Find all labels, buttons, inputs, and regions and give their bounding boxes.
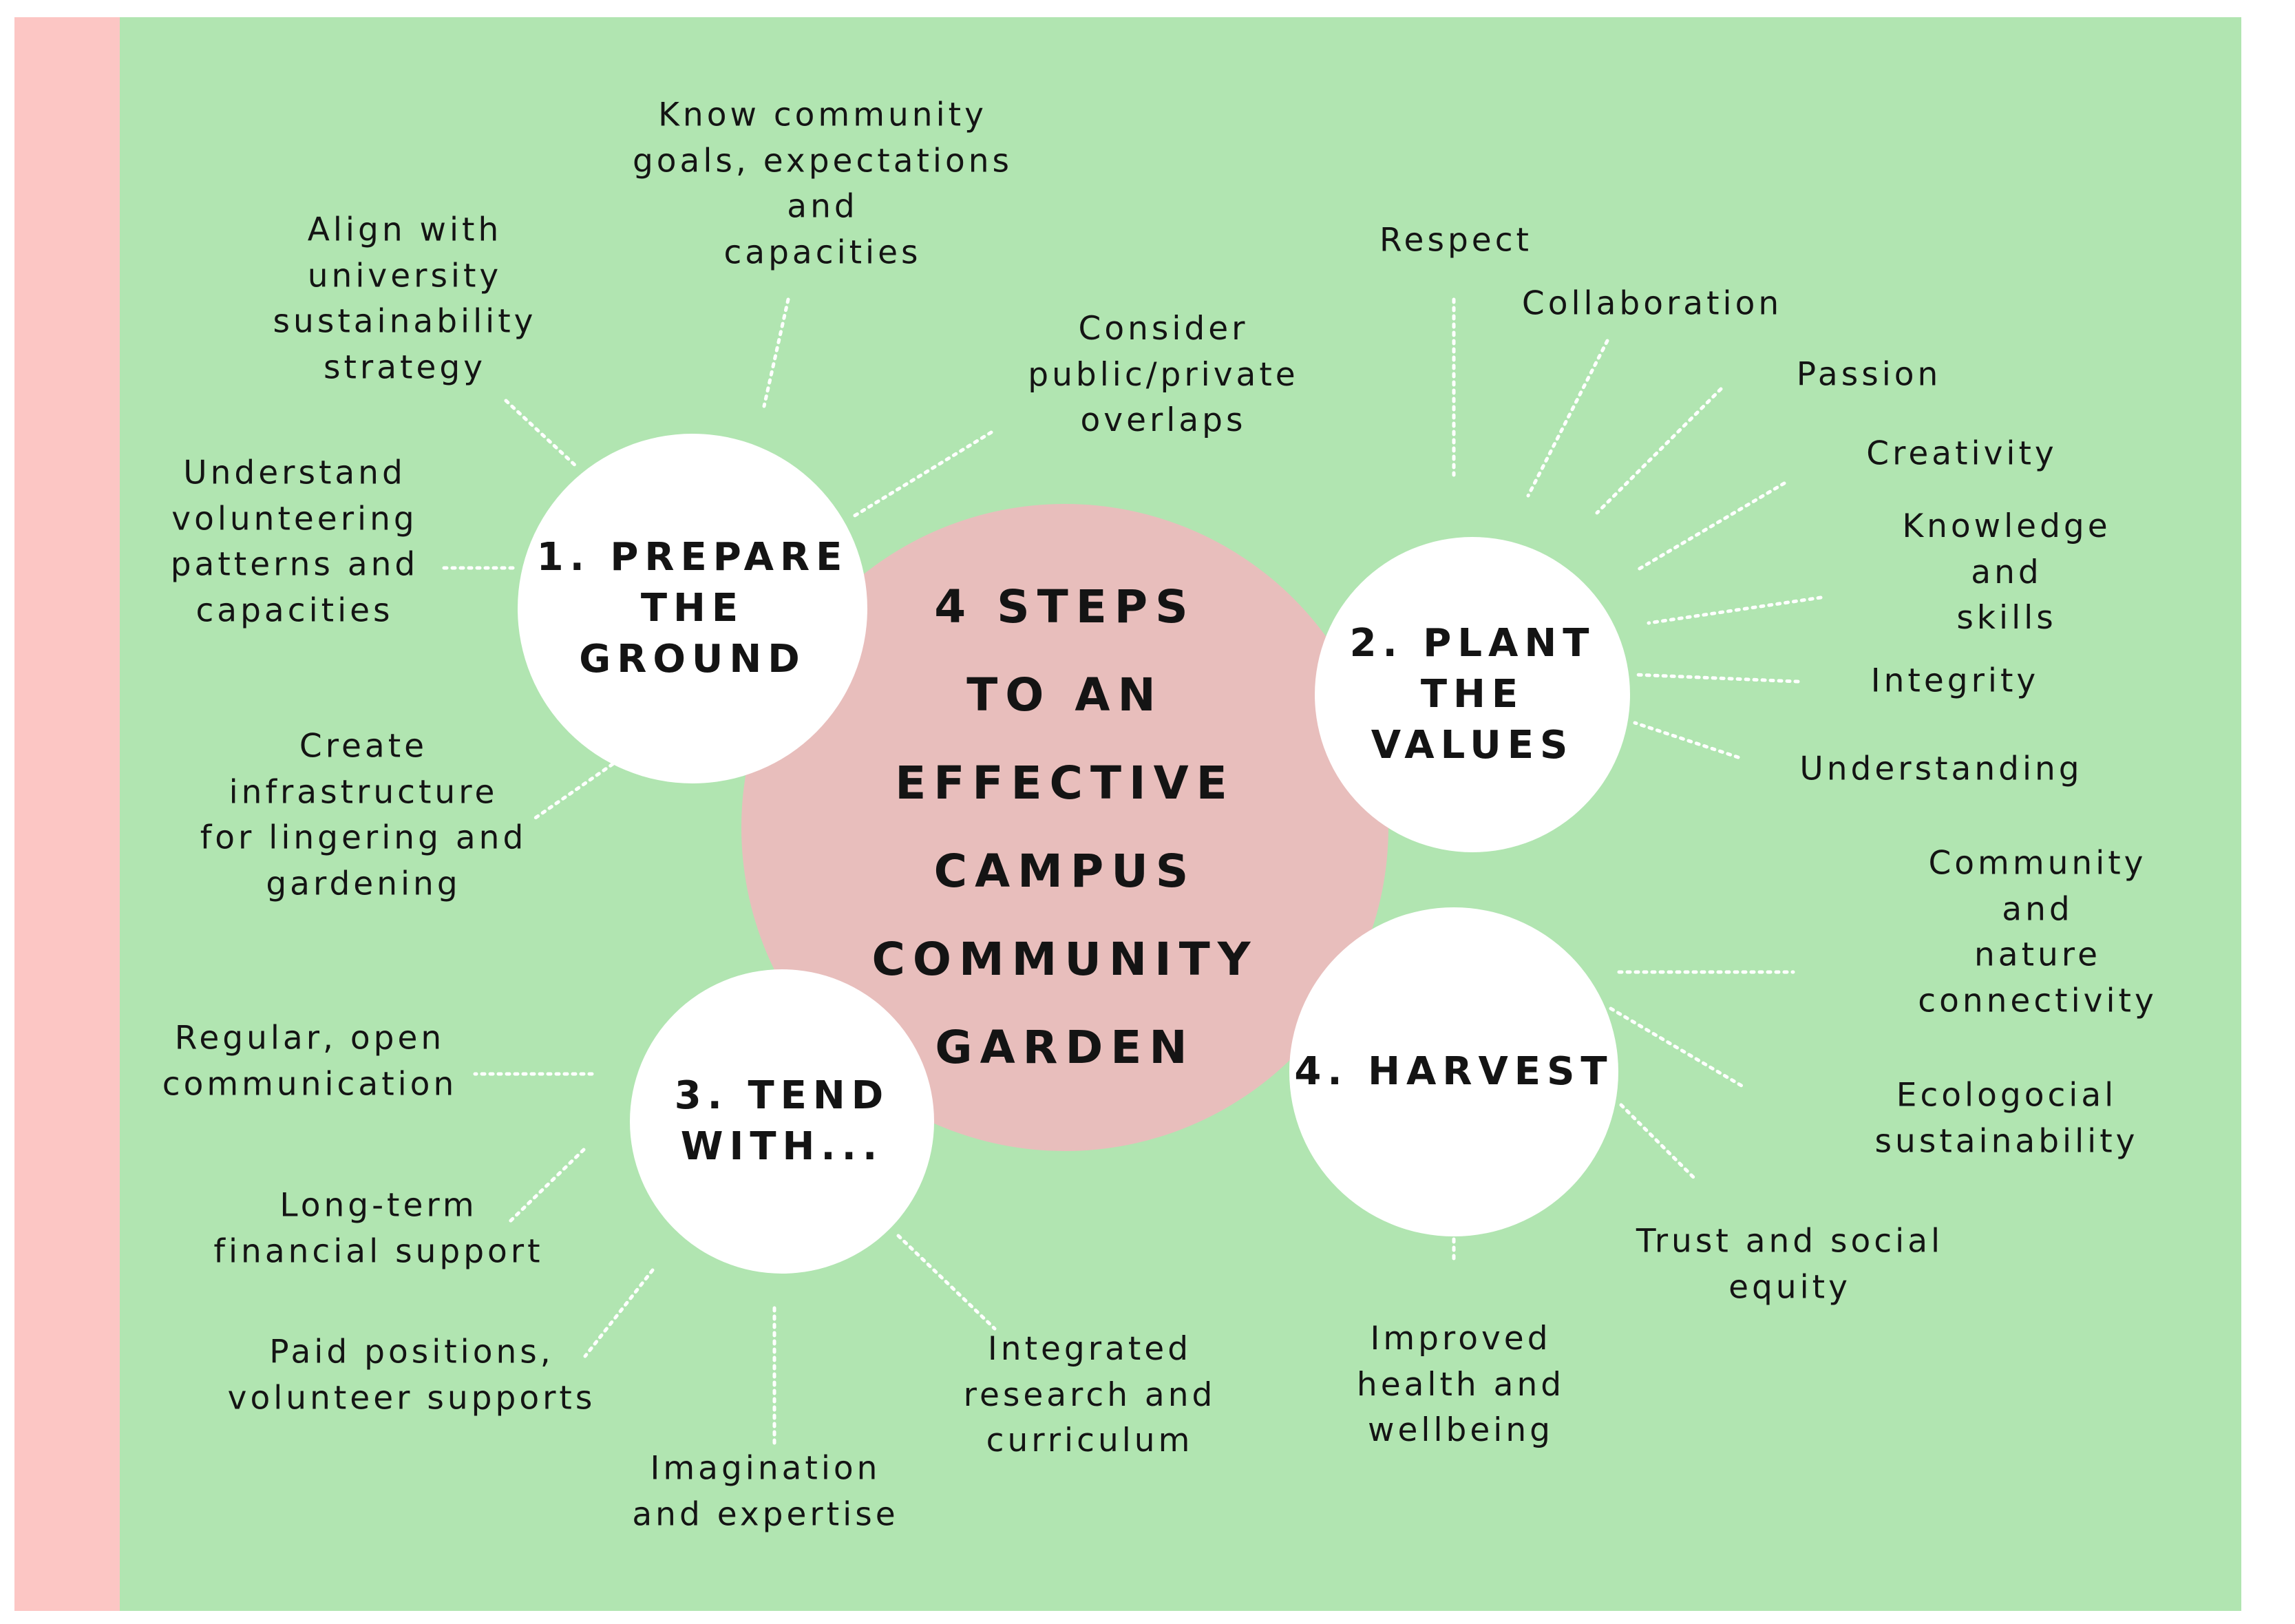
step-title-plant: 2. PLANT THE VALUES: [1349, 621, 1596, 768]
connector-line: [507, 1148, 586, 1224]
connector-line: [1595, 387, 1723, 515]
prepare-item-label: Understand volunteering patterns and cap…: [170, 454, 419, 630]
harvest-item-label: Ecologocial sustainability: [1874, 1076, 2139, 1160]
plant-item-label: Creativity: [1866, 434, 2058, 473]
plant-item-label: Passion: [1796, 355, 1942, 394]
connector-line: [1619, 1103, 1695, 1179]
left-accent-band: [14, 17, 120, 1611]
harvest-item-label: Community and nature connectivity: [1918, 844, 2157, 1020]
prepare-item-label: Align with university sustainability str…: [273, 211, 537, 387]
connector-line: [896, 1234, 997, 1331]
step-circle-plant: 2. PLANT THE VALUES: [1315, 537, 1630, 852]
plant-item-label: Understanding: [1799, 750, 2083, 788]
connector-line: [1633, 481, 1786, 573]
tend-item-label: Regular, open communication: [162, 1019, 458, 1103]
tend-item-label: Paid positions, volunteer supports: [227, 1333, 596, 1417]
connector-line: [852, 430, 993, 518]
step-circle-harvest: 4. HARVEST: [1289, 907, 1618, 1236]
prepare-item-label: Create infrastructure for lingering and …: [200, 727, 527, 903]
connector-line: [1633, 721, 1740, 759]
step-circle-prepare: 1. PREPARE THE GROUND: [518, 434, 867, 783]
prepare-item-label: Consider public/private overlaps: [1028, 309, 1299, 440]
tend-item-label: Integrated research and curriculum: [963, 1329, 1216, 1460]
connector-line: [762, 297, 790, 408]
tend-item-label: Long-term financial support: [213, 1186, 544, 1270]
step-title-tend: 3. TEND WITH...: [674, 1073, 890, 1169]
connector-line: [531, 762, 615, 821]
connector-line: [583, 1268, 655, 1358]
prepare-item-label: Know community goals, expectations and c…: [632, 96, 1013, 272]
step-title-prepare: 1. PREPARE THE GROUND: [536, 535, 849, 682]
plant-item-label: Integrity: [1870, 662, 2040, 700]
connector-line: [504, 399, 580, 470]
connector-line: [1633, 673, 1800, 684]
step-circle-tend: 3. TEND WITH...: [630, 969, 934, 1274]
connector-line: [1647, 595, 1823, 625]
harvest-item-label: Improved health and wellbeing: [1356, 1319, 1565, 1450]
connector-line: [1526, 339, 1609, 498]
tend-item-label: Imagination and expertise: [632, 1449, 899, 1533]
harvest-item-label: Trust and social equity: [1636, 1222, 1944, 1306]
step-title-harvest: 4. HARVEST: [1294, 1049, 1614, 1095]
connector-line: [1609, 1006, 1747, 1090]
center-title: 4 STEPS TO AN EFFECTIVE CAMPUS COMMUNITY…: [871, 580, 1258, 1075]
plant-item-label: Collaboration: [1521, 284, 1783, 323]
plant-item-label: Knowledge and skills: [1902, 507, 2111, 637]
plant-item-label: Respect: [1379, 221, 1532, 260]
